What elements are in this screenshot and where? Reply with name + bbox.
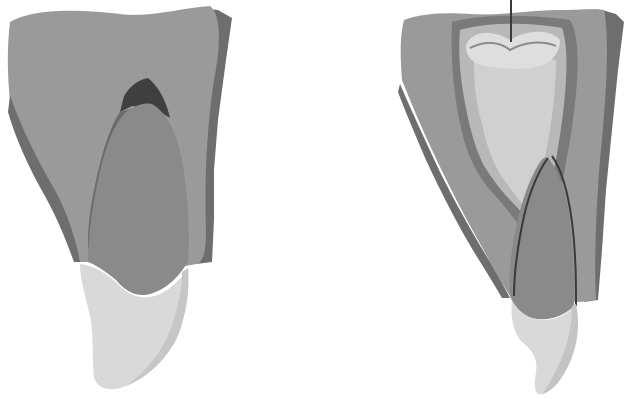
left-tooth-icon (8, 6, 232, 389)
right-tooth-icon (398, 0, 624, 394)
